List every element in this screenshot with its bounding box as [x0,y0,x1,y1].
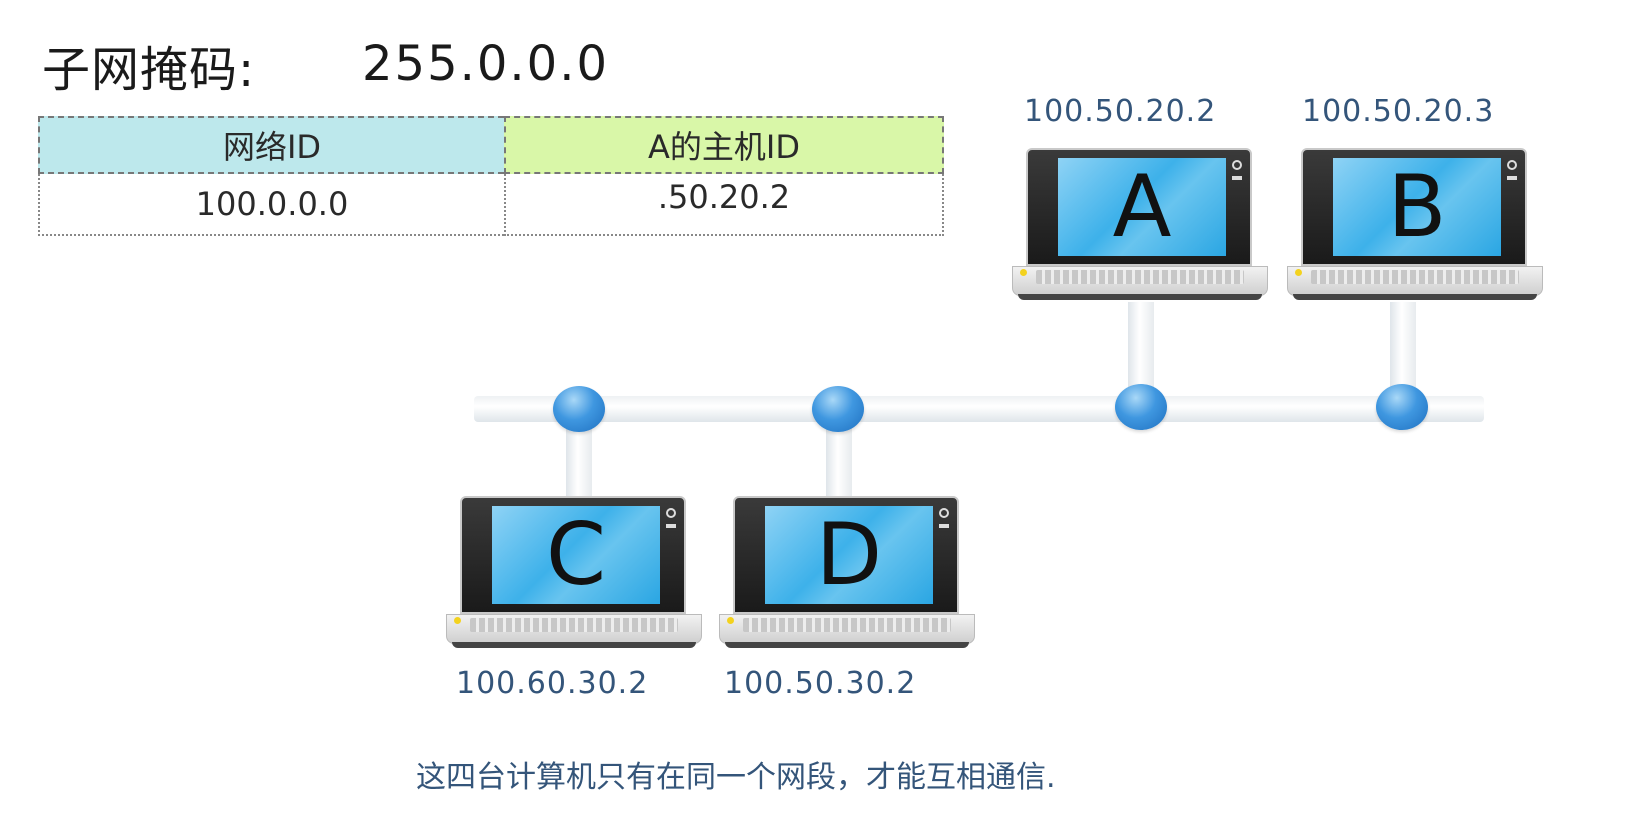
network-id-header: 网络ID [38,116,504,174]
ip-address-b: 100.50.20.3 [1302,94,1495,129]
laptop-lid: D [733,496,959,614]
camera-icon [666,508,676,518]
laptop-lid: A [1026,148,1252,266]
keyboard-icon [1036,270,1244,284]
subnet-mask-value: 255.0.0.0 [362,36,610,92]
computer-b-label: B [1333,158,1501,256]
camera-icon [1232,160,1242,170]
computer-d: D [719,496,975,656]
network-node-d [812,386,864,432]
network-node-a [1115,384,1167,430]
keyboard-icon [470,618,678,632]
ip-address-d: 100.50.30.2 [724,666,917,701]
power-led-icon [454,617,461,624]
host-id-value: .50.20.2 [504,174,944,236]
subnet-mask-label: 子网掩码: [42,42,256,98]
power-led-icon [1020,269,1027,276]
keyboard-icon [1311,270,1519,284]
laptop-foot [1293,294,1537,300]
laptop-lid: B [1301,148,1527,266]
host-id-header: A的主机ID [504,116,944,174]
keyboard-icon [743,618,951,632]
camera-icon [939,508,949,518]
indicator-icon [939,524,949,528]
ip-address-a: 100.50.20.2 [1024,94,1217,129]
computer-b: B [1287,148,1543,308]
indicator-icon [1232,176,1242,180]
laptop-foot [1018,294,1262,300]
computer-c: C [446,496,702,656]
indicator-icon [1507,176,1517,180]
indicator-icon [666,524,676,528]
power-led-icon [727,617,734,624]
network-node-c [553,386,605,432]
network-node-b [1376,384,1428,430]
network-bus [474,396,1484,422]
computer-c-label: C [492,506,660,604]
laptop-foot [725,642,969,648]
camera-icon [1507,160,1517,170]
caption-text: 这四台计算机只有在同一个网段，才能互相通信. [416,760,1056,795]
power-led-icon [1295,269,1302,276]
computer-a-label: A [1058,158,1226,256]
computer-a: A [1012,148,1268,308]
laptop-foot [452,642,696,648]
id-table: 网络ID A的主机ID 100.0.0.0 .50.20.2 [38,116,944,236]
computer-d-label: D [765,506,933,604]
laptop-lid: C [460,496,686,614]
network-id-value: 100.0.0.0 [38,174,504,236]
ip-address-c: 100.60.30.2 [456,666,649,701]
